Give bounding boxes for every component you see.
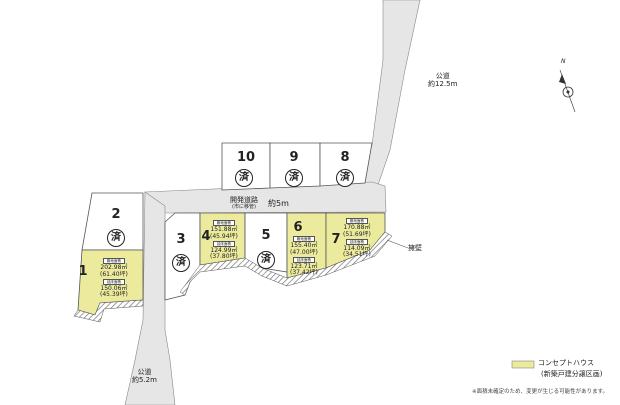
floor-area: 123.71㎡ [290, 262, 318, 270]
lot-number-9: 9 [289, 150, 299, 165]
sold-badge: 済 [107, 229, 125, 247]
site-area: 155.40㎡ [290, 241, 318, 249]
sold-badge: 済 [285, 169, 303, 187]
retaining-wall [179, 231, 393, 296]
sold-badge: 済 [172, 254, 190, 272]
lot-number-1: 1 [78, 264, 88, 279]
floor-tsubo: (37.42坪) [290, 269, 318, 277]
floor-tsubo: (37.80坪) [210, 253, 238, 261]
south-road-label: 公道約5.2m [132, 368, 157, 385]
legend-sub: (新築戸建分譲区画) [541, 370, 603, 378]
retaining-wall-label: 擁壁 [408, 244, 422, 252]
lot-number-4: 4 [201, 229, 211, 244]
lot-5 [244, 212, 288, 273]
floor-tsubo: (34.51坪) [343, 251, 371, 259]
site-area: 151.88㎡ [210, 225, 238, 233]
lot-number-10: 10 [237, 150, 256, 165]
floor-tsubo: (45.39坪) [100, 291, 128, 299]
lot-number-5: 5 [261, 228, 271, 243]
wall-leader-line [386, 239, 409, 249]
dev-road-label: 開発道路(市に移管) [230, 196, 258, 211]
lot-number-8: 8 [340, 150, 350, 165]
sold-badge: 済 [235, 169, 253, 187]
lot-number-7: 7 [331, 232, 341, 247]
site-tsubo: (47.00坪) [290, 248, 318, 256]
retaining-wall [73, 299, 144, 323]
floor-area: 124.99㎡ [210, 246, 238, 254]
north-road-label: 公道約12.5m [428, 72, 458, 89]
note-text: ※面積未確定のため、変更が生じる可能性があります。 [472, 389, 609, 395]
legend-swatch [511, 360, 535, 369]
lot-number-3: 3 [176, 232, 186, 247]
sold-badge: 済 [336, 169, 354, 187]
site-area: 170.88㎡ [343, 223, 371, 231]
lot-number-6: 6 [293, 220, 303, 235]
legend-label: コンセプトハウス [538, 359, 594, 367]
floor-area: 114.09㎡ [343, 244, 371, 252]
site-tsubo: (51.69坪) [343, 230, 371, 238]
dev-road-width: 約5m [268, 199, 289, 208]
lot-8 [319, 142, 373, 187]
site-area: 202.98㎡ [100, 263, 128, 271]
compass-label: N [561, 58, 566, 65]
sold-badge: 済 [257, 251, 275, 269]
floor-area: 150.06㎡ [100, 284, 128, 292]
site-tsubo: (45.94坪) [210, 232, 238, 240]
lot-number-2: 2 [111, 207, 121, 222]
north-arrow-icon [559, 69, 576, 113]
site-tsubo: (61.40坪) [100, 270, 128, 278]
